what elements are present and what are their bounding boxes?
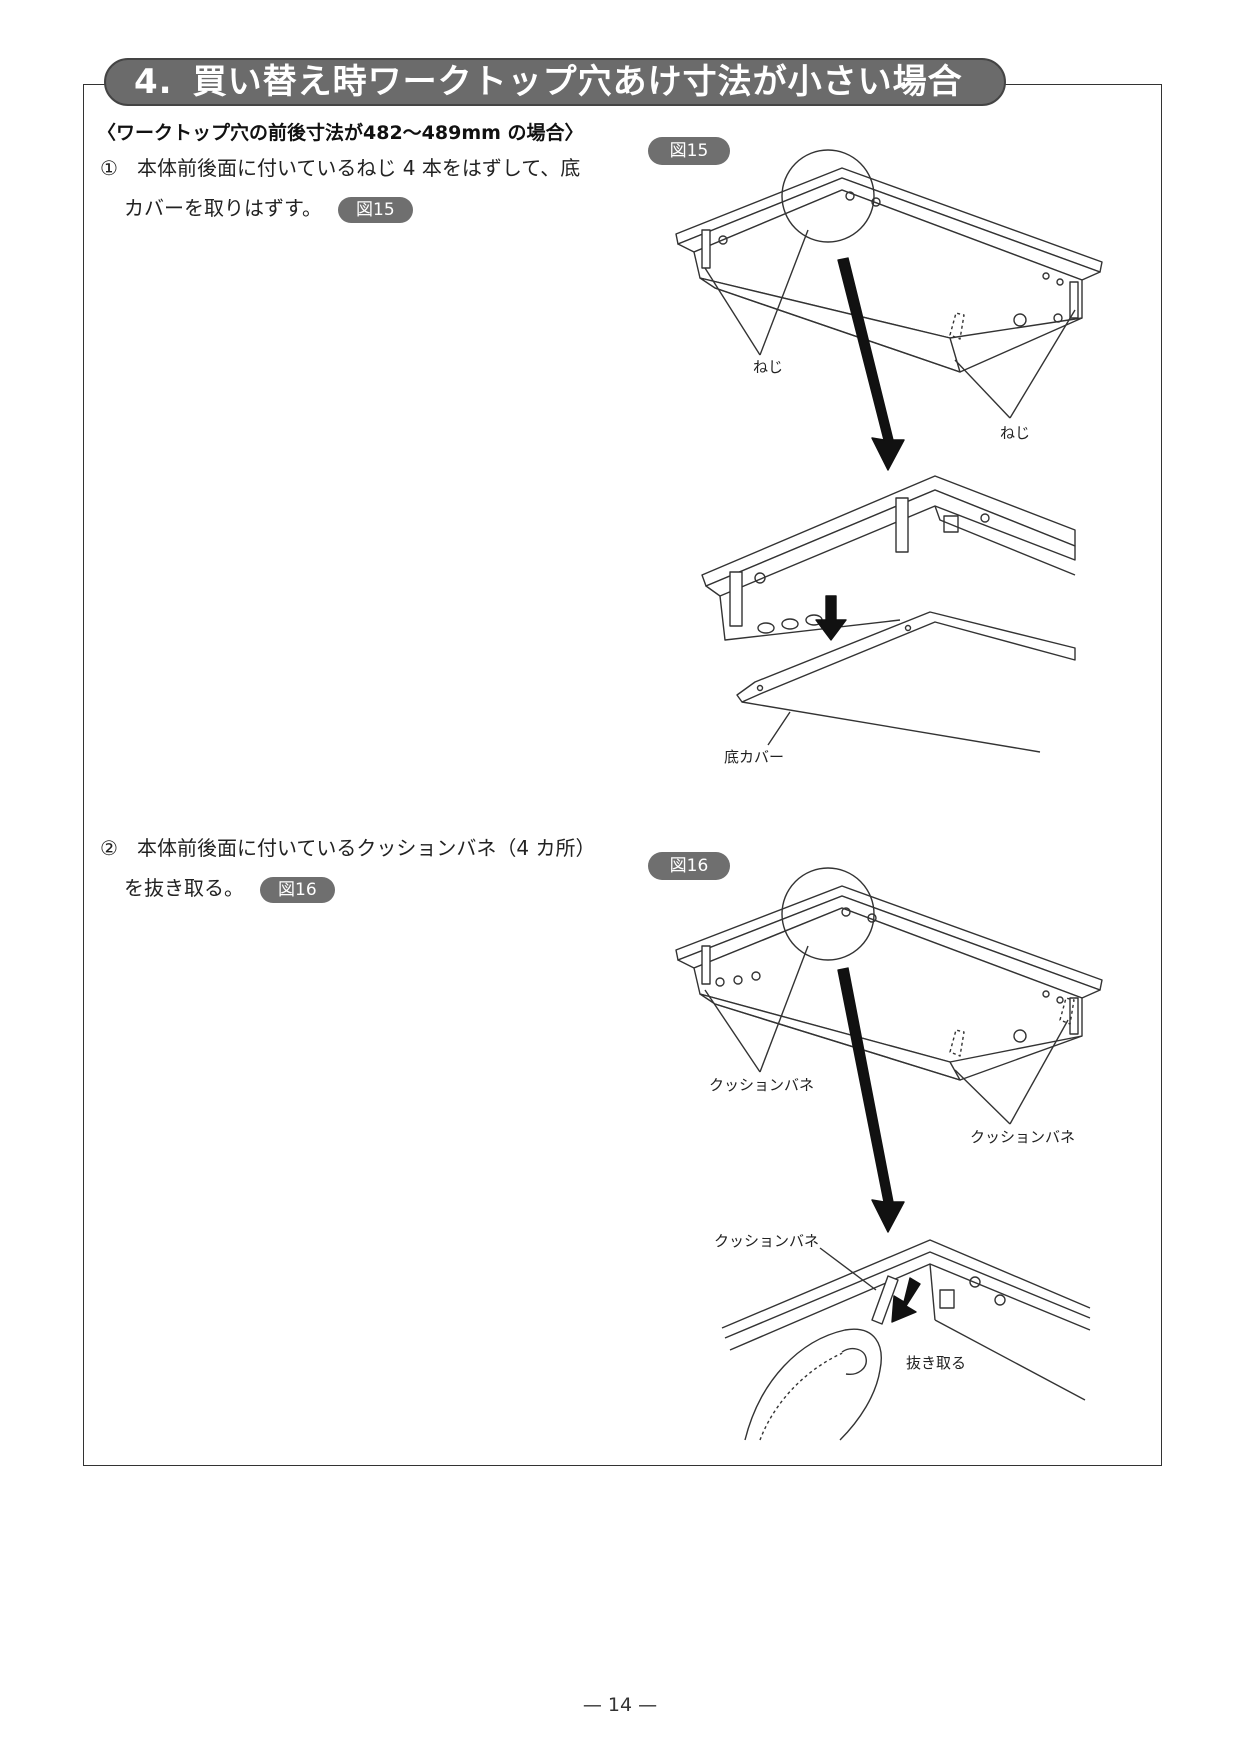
step-1-line2: カバーを取りはずす。 bbox=[124, 196, 322, 220]
label-bottom-cover: 底カバー bbox=[724, 748, 785, 766]
label-cushion-spring-left: クッションバネ bbox=[709, 1076, 815, 1094]
label-screw-right: ねじ bbox=[1000, 424, 1031, 442]
step-1-line1: 本体前後面に付いているねじ 4 本をはずして、底 bbox=[137, 156, 581, 180]
step-2-line2: を抜き取る。 bbox=[124, 876, 244, 900]
section-number: 4. bbox=[134, 62, 173, 102]
fig15-unit-top bbox=[675, 149, 1103, 419]
label-cushion-spring-detail: クッションバネ bbox=[714, 1232, 820, 1250]
subheading: 〈ワークトップ穴の前後寸法が482〜489mm の場合〉 bbox=[97, 122, 584, 144]
step-1-marker: ① bbox=[100, 156, 118, 180]
page-number: — 14 — bbox=[582, 1694, 658, 1716]
fig16-unit-top bbox=[675, 867, 1103, 1125]
label-pull-out: 抜き取る bbox=[906, 1354, 967, 1372]
figure-15-badge: 図15 bbox=[648, 137, 730, 165]
step-2-line1: 本体前後面に付いているクッションバネ（4 カ所） bbox=[137, 836, 596, 860]
step-1-figure-badge: 図15 bbox=[338, 196, 413, 223]
step-1: ① 本体前後面に付いているねじ 4 本をはずして、底 カバーを取りはずす。図15 bbox=[100, 148, 580, 228]
fig16-detail bbox=[721, 1239, 1091, 1441]
step-2: ② 本体前後面に付いているクッションバネ（4 カ所） を抜き取る。図16 bbox=[100, 828, 596, 908]
section-title: 4. 買い替え時ワークトップ穴あけ寸法が小さい場合 bbox=[104, 58, 1006, 106]
label-cushion-spring-right: クッションバネ bbox=[970, 1128, 1076, 1146]
step-2-marker: ② bbox=[100, 836, 118, 860]
section-title-text: 買い替え時ワークトップ穴あけ寸法が小さい場合 bbox=[192, 62, 963, 102]
figure-16-badge: 図16 bbox=[648, 852, 730, 880]
fig15-unit-bottom bbox=[701, 475, 1076, 753]
label-screw-left: ねじ bbox=[753, 358, 784, 376]
step-2-figure-badge: 図16 bbox=[260, 876, 335, 903]
